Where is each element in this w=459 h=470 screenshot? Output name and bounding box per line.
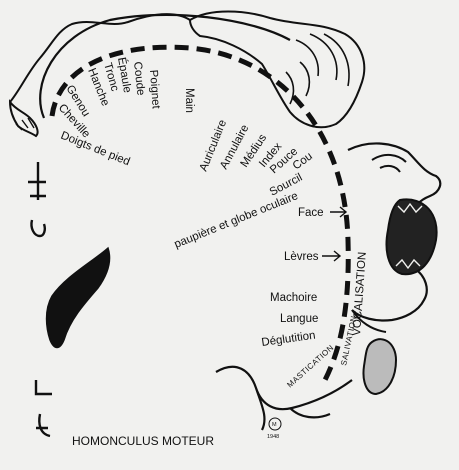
label-paupiere: paupière et globe oculaire (173, 190, 300, 251)
label-epaule: Épaule (115, 56, 134, 94)
label-coude: Coude (131, 61, 146, 96)
label-mastication: MASTICATION (285, 343, 335, 390)
label-poignet: Poignet (147, 69, 162, 110)
finger-lines (285, 33, 350, 105)
label-vocalisation: VOCALISATION (351, 251, 369, 336)
left-mark-3 (34, 380, 52, 396)
label-machoire: Machoire (270, 292, 317, 304)
left-mark-1 (28, 162, 46, 200)
signature-year: 1948 (267, 434, 279, 440)
signature-initials: M (272, 422, 277, 428)
motor-strip-arc (49, 44, 351, 382)
jaw-drawing (351, 309, 387, 333)
label-doigts-de-pied: Doigts de pied (59, 130, 132, 169)
figure-title: HOMONCULUS MOTEUR (72, 434, 214, 448)
label-main: Main (183, 88, 195, 113)
throat-drawing (215, 365, 353, 431)
tongue-drawing (362, 338, 398, 396)
cortex-outline (39, 13, 291, 119)
left-mark-2 (30, 219, 46, 238)
leg-drawing (9, 13, 191, 103)
label-salivation: SALIVATION (339, 315, 358, 367)
signature-circle (268, 417, 282, 431)
arrow-levres (322, 250, 342, 262)
arrow-face (330, 206, 348, 218)
toe-lines (15, 117, 35, 131)
hand-drawing (188, 10, 366, 129)
label-deglutition: Déglutition (261, 330, 316, 349)
mouth-drawing (385, 198, 438, 276)
left-mark-4 (36, 413, 51, 438)
label-langue: Langue (280, 313, 318, 325)
label-levres: Lèvres (284, 251, 319, 263)
lesion-shape (45, 246, 111, 349)
label-face: Face (298, 207, 324, 219)
teeth-drawing (395, 202, 423, 270)
foot-drawing (8, 99, 39, 138)
eye-drawing (371, 154, 407, 173)
